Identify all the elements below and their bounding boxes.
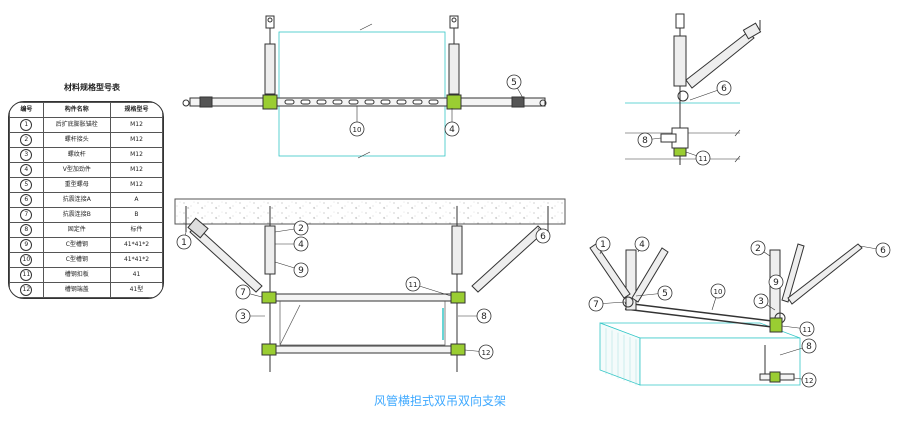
callout-bubble bbox=[634, 236, 650, 252]
callout-label: 1 bbox=[181, 238, 187, 248]
callout-label: 5 bbox=[662, 289, 668, 299]
callout-bubble bbox=[235, 284, 251, 300]
callout-bubble bbox=[657, 285, 673, 301]
channel-slot bbox=[428, 99, 439, 105]
callout-label: 8 bbox=[481, 312, 487, 322]
callout-bubble bbox=[293, 236, 309, 252]
callout-bubble bbox=[801, 372, 817, 388]
channel-slot bbox=[284, 99, 295, 105]
callout-bubble bbox=[750, 240, 766, 256]
callout-bubble bbox=[753, 293, 769, 309]
bottom-right-view bbox=[589, 243, 863, 386]
callout-bubble bbox=[716, 80, 732, 96]
callout-bubble bbox=[405, 276, 421, 292]
callout-label: 11 bbox=[409, 281, 418, 289]
channel-slot bbox=[316, 99, 327, 105]
top-center-view bbox=[182, 15, 547, 159]
callout-label: 8 bbox=[642, 136, 648, 146]
callout-bubble bbox=[349, 121, 365, 137]
callout-bubble bbox=[535, 228, 551, 244]
callout-label: 6 bbox=[540, 232, 546, 242]
row-no: 5 bbox=[9, 177, 44, 193]
callout-label: 3 bbox=[240, 312, 246, 322]
row-name: 槽钢端盖 bbox=[42, 282, 111, 298]
callout-label: 7 bbox=[240, 288, 246, 298]
channel-slot bbox=[412, 99, 423, 105]
bottom-center-view bbox=[174, 198, 566, 372]
callout-label: 8 bbox=[806, 342, 812, 352]
channel-slot bbox=[300, 99, 311, 105]
callout-label: 7 bbox=[593, 300, 599, 310]
callout-label: 9 bbox=[773, 278, 779, 288]
callout-bubble bbox=[293, 262, 309, 278]
row-spec: B bbox=[109, 207, 163, 223]
callout-label: 12 bbox=[805, 377, 814, 385]
callout-label: 1 bbox=[600, 240, 606, 250]
channel-slot bbox=[364, 99, 375, 105]
drawing-caption: 风管横担式双吊双向支架 bbox=[373, 394, 506, 408]
channel-slot bbox=[380, 99, 391, 105]
callout-bubble bbox=[710, 283, 726, 299]
callout-bubble bbox=[695, 150, 711, 166]
callout-bubble bbox=[444, 121, 460, 137]
table-title: 材料规格型号表 bbox=[64, 83, 120, 92]
callout-bubble bbox=[478, 344, 494, 360]
callout-label: 11 bbox=[699, 155, 708, 163]
channel-slot bbox=[348, 99, 359, 105]
callout-bubble bbox=[637, 132, 653, 148]
callout-label: 10 bbox=[353, 126, 362, 134]
row-spec: M12 bbox=[109, 177, 163, 193]
callout-bubble bbox=[506, 74, 522, 90]
callout-label: 6 bbox=[880, 246, 886, 256]
callout-label: 3 bbox=[758, 297, 764, 307]
callout-label: 4 bbox=[639, 240, 645, 250]
callout-bubble bbox=[801, 338, 817, 354]
row-no: 12 bbox=[9, 282, 44, 298]
callout-label: 4 bbox=[298, 240, 304, 250]
callout-label: 10 bbox=[714, 288, 723, 296]
row-name: C型槽钢 bbox=[42, 237, 111, 253]
callout-bubble bbox=[235, 308, 251, 324]
callout-bubble bbox=[875, 242, 891, 258]
callout-label: 2 bbox=[755, 244, 761, 254]
callout-label: 4 bbox=[449, 125, 455, 135]
channel-slot bbox=[332, 99, 343, 105]
row-no: 7 bbox=[9, 207, 44, 223]
callout-bubble bbox=[176, 234, 192, 250]
callout-bubble bbox=[595, 236, 611, 252]
callout-bubble bbox=[768, 274, 784, 290]
row-no: 2 bbox=[9, 132, 44, 148]
callout-label: 12 bbox=[482, 349, 491, 357]
callout-bubble bbox=[799, 321, 815, 337]
callout-label: 9 bbox=[298, 266, 304, 276]
callout-bubble bbox=[476, 308, 492, 324]
callout-bubble bbox=[588, 296, 604, 312]
callout-bubble bbox=[293, 220, 309, 236]
channel-slot bbox=[396, 99, 407, 105]
callout-label: 6 bbox=[721, 84, 727, 94]
table-header-row: 编号 构件名称 规格型号 bbox=[9, 102, 163, 118]
callout-label: 11 bbox=[803, 326, 812, 334]
callout-label: 5 bbox=[511, 78, 517, 88]
callout-label: 2 bbox=[298, 224, 304, 234]
row-spec: 41*41*2 bbox=[109, 237, 163, 253]
